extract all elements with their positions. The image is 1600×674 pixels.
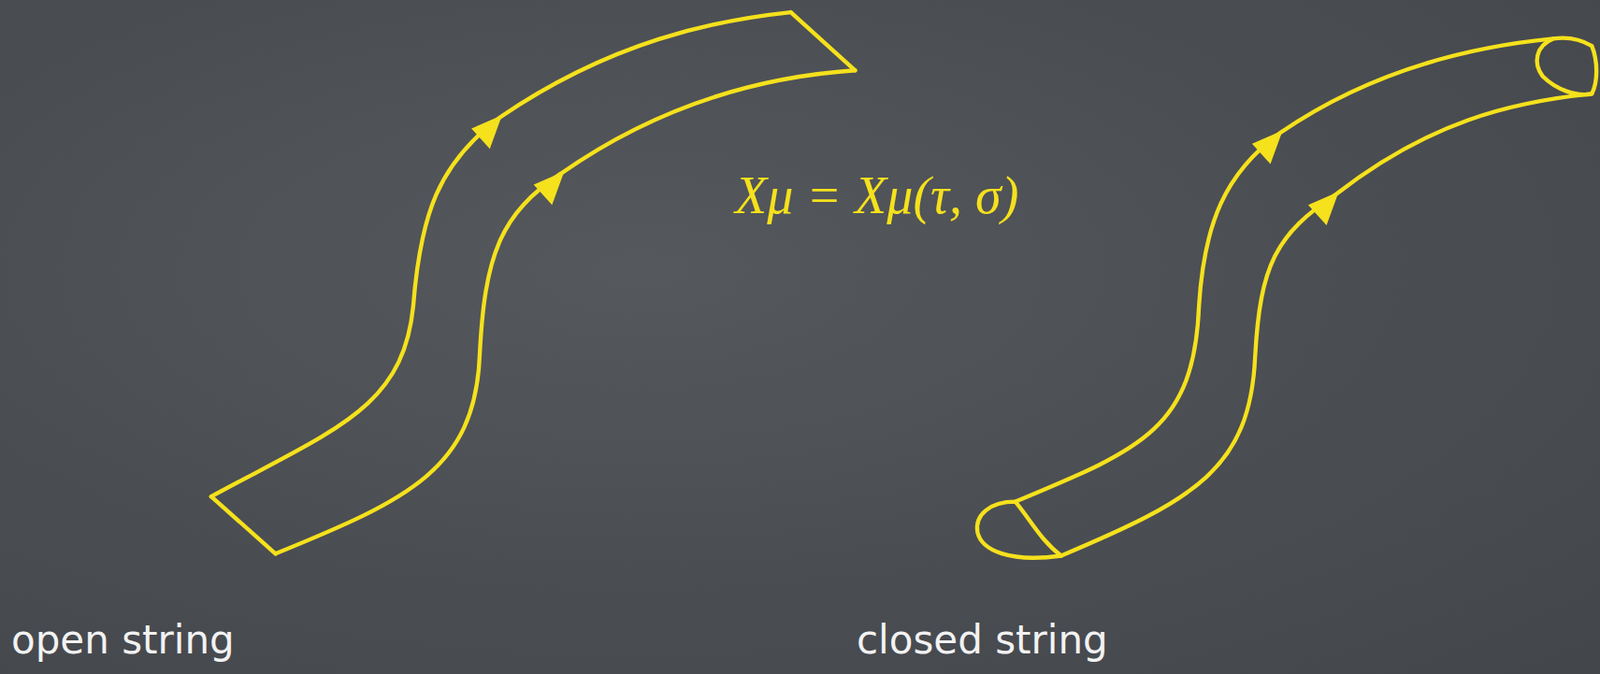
closed-string-loop [1537,38,1598,95]
caption-label: open string [11,617,235,664]
closed-string-edge [1015,38,1554,502]
arrow-head [471,115,503,149]
arrow-head [1252,130,1283,165]
arrow-head [533,171,565,205]
formula: Xμ = Xμ(τ, σ) [735,164,1019,228]
open-string-edge [211,12,792,497]
closed-string-edge [1061,93,1592,556]
closed-string-loop [977,502,1062,559]
open-string-end [791,12,856,71]
arrow-head [1308,191,1340,226]
open-string-end [211,496,276,554]
open-string-edge [275,70,856,554]
caption-label: closed string [856,617,1109,664]
